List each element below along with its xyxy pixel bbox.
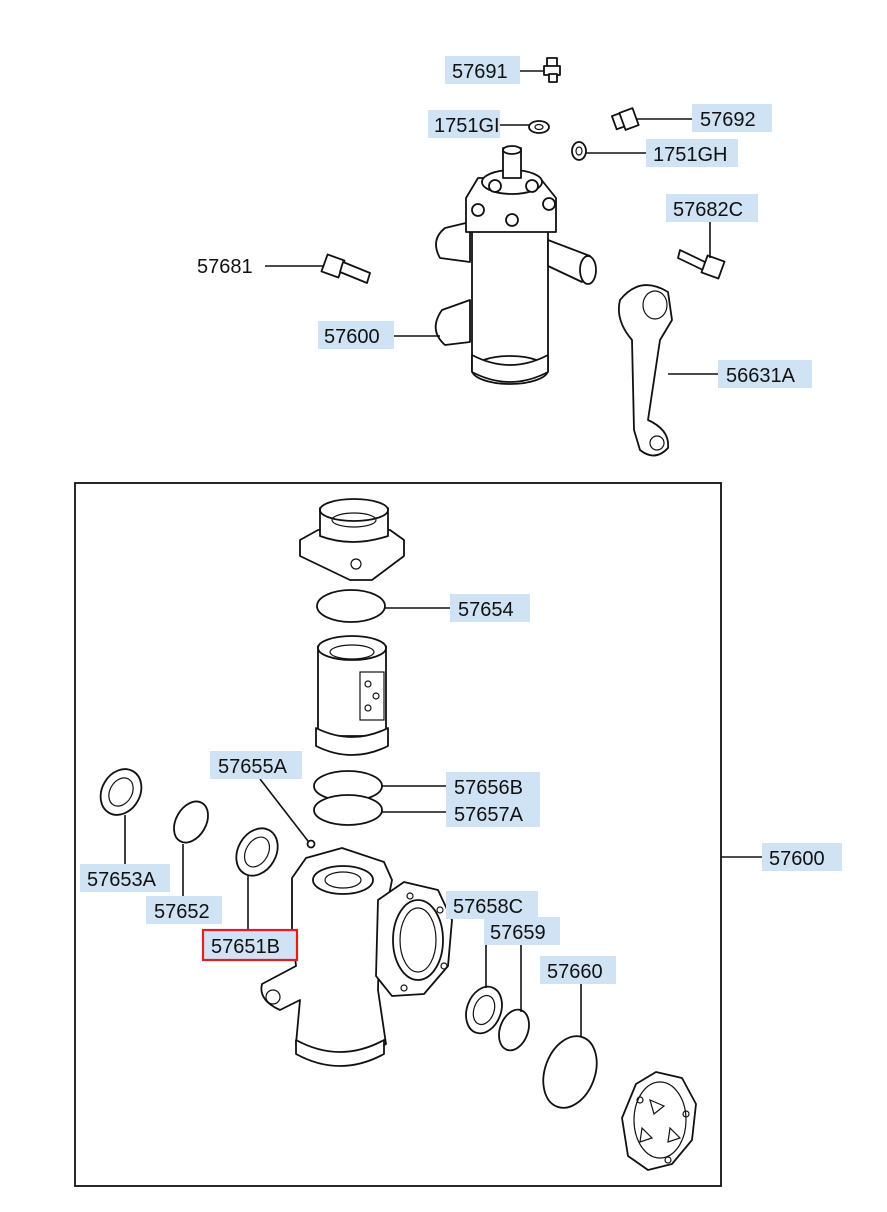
svg-text:1751GH: 1751GH	[653, 144, 728, 166]
gear-housing	[260, 847, 453, 1067]
bolt-57682c	[677, 249, 726, 280]
seal-57651b	[235, 827, 279, 877]
label-57658c: 57658C	[446, 891, 538, 919]
label-1751gh: 1751GH	[646, 139, 738, 167]
label-57652: 57652	[146, 896, 222, 924]
washer-1751gi	[528, 120, 550, 134]
top-leader-lines	[265, 70, 718, 375]
label-57600-box: 57600	[762, 843, 842, 871]
svg-text:57653A: 57653A	[87, 869, 157, 891]
o-ring-57654	[316, 589, 386, 623]
bleeder-screw-57691	[543, 57, 561, 83]
label-57660: 57660	[540, 956, 616, 984]
label-1751gi: 1751GI	[428, 110, 500, 138]
label-57653a: 57653A	[80, 864, 170, 892]
svg-text:57659: 57659	[490, 922, 546, 944]
svg-text:57691: 57691	[452, 61, 508, 83]
fitting-57692	[611, 107, 640, 131]
o-ring-57652	[173, 800, 209, 844]
bolt-57681	[320, 253, 371, 284]
seal-57653a	[99, 768, 143, 816]
svg-text:57600: 57600	[769, 848, 825, 870]
svg-text:1751GI: 1751GI	[434, 115, 500, 137]
label-57692: 57692	[692, 104, 772, 132]
svg-text:56631A: 56631A	[726, 365, 796, 387]
svg-text:57600: 57600	[324, 326, 380, 348]
exploded-parts	[99, 498, 697, 1171]
washer-1751gh	[571, 141, 587, 161]
exploded-view-frame	[74, 482, 722, 1187]
ring-57657a	[313, 794, 383, 826]
highlight-box	[201, 928, 299, 962]
label-57681: 57681	[197, 256, 253, 278]
label-57657a: 57657A	[446, 799, 540, 827]
o-ring-57660	[542, 1035, 598, 1109]
label-57659: 57659	[484, 917, 560, 945]
seal-57658c	[465, 985, 503, 1035]
label-57691: 57691	[445, 56, 520, 84]
label-57600-top: 57600	[318, 321, 394, 349]
steering-gear-assembly-drawing	[320, 57, 726, 457]
svg-text:57657A: 57657A	[454, 804, 524, 826]
valve-body	[315, 635, 389, 756]
svg-text:57658C: 57658C	[453, 896, 523, 918]
label-57682c: 57682C	[666, 194, 758, 222]
end-cover	[621, 1071, 697, 1171]
label-57651b-highlighted: 57651B	[201, 928, 299, 962]
gear-box-body	[434, 145, 597, 385]
valve-housing-cover	[299, 498, 405, 581]
ball-57655a	[306, 839, 316, 849]
svg-text:57682C: 57682C	[673, 199, 743, 221]
exploded-leader-lines	[124, 607, 762, 1036]
svg-text:57654: 57654	[458, 599, 514, 621]
svg-text:57660: 57660	[547, 961, 603, 983]
label-57656b: 57656B	[446, 772, 540, 800]
svg-text:57681: 57681	[197, 256, 253, 278]
pitman-arm-56631a	[617, 284, 673, 457]
svg-text:57656B: 57656B	[454, 777, 523, 799]
svg-text:57652: 57652	[154, 901, 210, 923]
label-57654: 57654	[450, 594, 530, 622]
svg-text:57651B: 57651B	[211, 936, 280, 958]
svg-text:57655A: 57655A	[218, 756, 288, 778]
label-56631a: 56631A	[718, 360, 812, 388]
svg-text:57692: 57692	[700, 109, 756, 131]
label-57655a: 57655A	[210, 751, 302, 779]
